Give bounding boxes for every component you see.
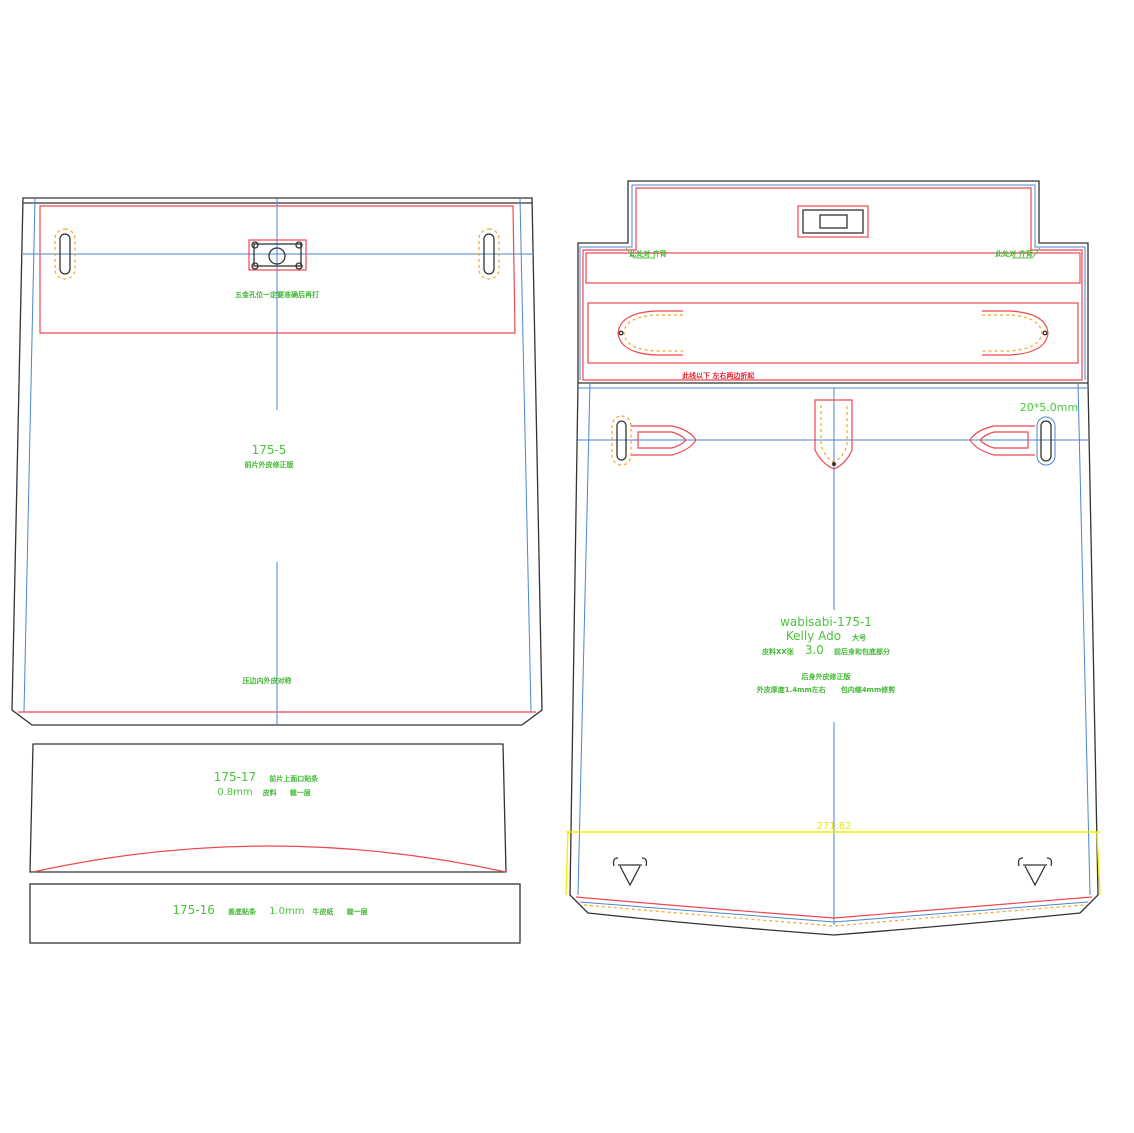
strip-175-17: 175-17 前片上面口贴条 0.8mm 皮料 裁一层 (29, 743, 507, 873)
piece-title: wabisabi-175-1 (780, 615, 872, 629)
flap-band (585, 252, 1081, 284)
hardware-note: 五金孔位一定要准确后再打 (235, 290, 319, 299)
strip-cut: 裁一层 (290, 788, 311, 797)
strip-line: 175-16 盖底贴条 1.0mm 牛皮纸 裁一层 (172, 899, 367, 918)
stitch-line (623, 314, 683, 352)
thickness-note: 外皮厚度1.4mm左右 (757, 685, 826, 694)
strip-spec: 1.0mm (269, 906, 304, 917)
handle-band (587, 302, 1079, 364)
slot-right-icon (483, 233, 495, 275)
strip-material: 牛皮纸 (313, 907, 334, 916)
bottom-curve (575, 896, 1093, 919)
bottom-note: 压边内外皮对称 (243, 676, 292, 685)
slot-right-icon (1040, 420, 1052, 462)
strap-tab-inner (979, 431, 1029, 449)
piece-code: 175-5 (252, 443, 287, 457)
flap-seam (579, 184, 1086, 380)
strip-cut: 裁一层 (347, 907, 368, 916)
inner-pocket-outline (39, 205, 516, 334)
notes-line: 外皮厚度1.4mm左右 包内缩4mm修剪 (757, 677, 896, 696)
seam-line-right (1077, 382, 1091, 896)
rivet-icon (251, 241, 259, 249)
rivet-icon (832, 462, 836, 466)
stitch-slot-left (611, 415, 632, 466)
bottom-seam (579, 901, 1089, 923)
size-label: 大号 (852, 633, 866, 642)
stitch-slot-right (478, 228, 500, 280)
trim-note: 包内缩4mm修剪 (841, 685, 895, 694)
handle-end-right (982, 310, 1049, 356)
strap-tab-inner (637, 431, 687, 449)
hardware-plate (253, 243, 302, 267)
rivet-icon (295, 262, 303, 270)
slot-left-icon (59, 233, 71, 275)
flap-note-left: 此处对 齐背 (629, 249, 666, 258)
panel-outline (11, 197, 543, 726)
strip-material: 皮料 (262, 788, 277, 797)
rivet-icon (1042, 330, 1048, 336)
panel-outline (569, 180, 1099, 936)
hardware-plate (802, 209, 864, 234)
model-line: Kelly Ado 大号 (786, 625, 866, 644)
center-tab (814, 399, 853, 470)
strap-tab-right (969, 425, 1035, 456)
foot-hook-left-icon (612, 857, 648, 887)
thickness: 3.0 (805, 643, 824, 657)
fold-note: 此线以下 左右两边折起 (682, 371, 755, 380)
dimension-line (565, 831, 569, 896)
slot-left-icon (616, 420, 627, 461)
piece-subtitle: 前片外皮修正版 (245, 460, 294, 469)
flap-outline (582, 187, 1083, 381)
dimension-label: 271.82 (817, 821, 852, 832)
leather-line: 皮料XX张 3.0 前后身和包底部分 (761, 639, 890, 658)
lock-hole-icon (268, 247, 286, 265)
curved-edge (32, 845, 507, 873)
dimension-line (1096, 831, 1101, 896)
foot-hook-right-icon (1017, 857, 1053, 887)
revision-label: 后身外皮修正版 (802, 672, 851, 681)
hardware-plate-outline (248, 239, 307, 271)
leather-count: 皮料XX张 (761, 647, 795, 656)
strip-spec-line: 0.8mm 皮料 裁一层 (217, 780, 311, 799)
model-name: Kelly Ado (786, 629, 841, 643)
hardware-plate-outline (797, 205, 869, 238)
strip-code: 175-16 (172, 903, 215, 917)
strip-175-16: 175-16 盖底贴条 1.0mm 牛皮纸 裁一层 (29, 883, 521, 944)
front-panel-175-5: 五金孔位一定要准确后再打 175-5 前片外皮修正版 压边内外皮对称 (11, 197, 543, 726)
slot-right-outline (1036, 416, 1056, 466)
stitch-slot-left (54, 228, 76, 280)
lock-slot-icon (819, 214, 848, 229)
slot-size-label: 20*5.0mm (1020, 401, 1078, 414)
strip-spec: 0.8mm (217, 787, 252, 798)
back-panel-175-1: 此处对 齐背 此处对 齐背 此线以下 左右两边折起 20*5.0mm wabis… (565, 180, 1101, 936)
rivet-icon (295, 241, 303, 249)
strip-outline (29, 743, 507, 873)
flap-note-right: 此处对 齐背 (995, 249, 1032, 258)
handle-end-left (617, 310, 683, 356)
rivet-icon (251, 262, 259, 270)
strip-desc: 盖底贴条 (228, 907, 257, 916)
leader-line (625, 247, 655, 259)
stitch-line (583, 904, 1085, 927)
strip-code: 175-17 (214, 770, 257, 784)
strip-desc: 前片上面口贴条 (269, 774, 319, 783)
stitch-line (982, 314, 1043, 352)
rivet-icon (618, 330, 624, 336)
strip-title-line: 175-17 前片上面口贴条 (214, 766, 320, 785)
seam-line-right (519, 197, 532, 713)
strap-tab-left (631, 425, 697, 456)
leather-parts: 前后身和包底部分 (834, 647, 890, 656)
seam-line-left (577, 382, 591, 896)
seam-line-left (23, 197, 36, 713)
leader-line (1012, 247, 1041, 259)
strip-outline (29, 883, 521, 944)
